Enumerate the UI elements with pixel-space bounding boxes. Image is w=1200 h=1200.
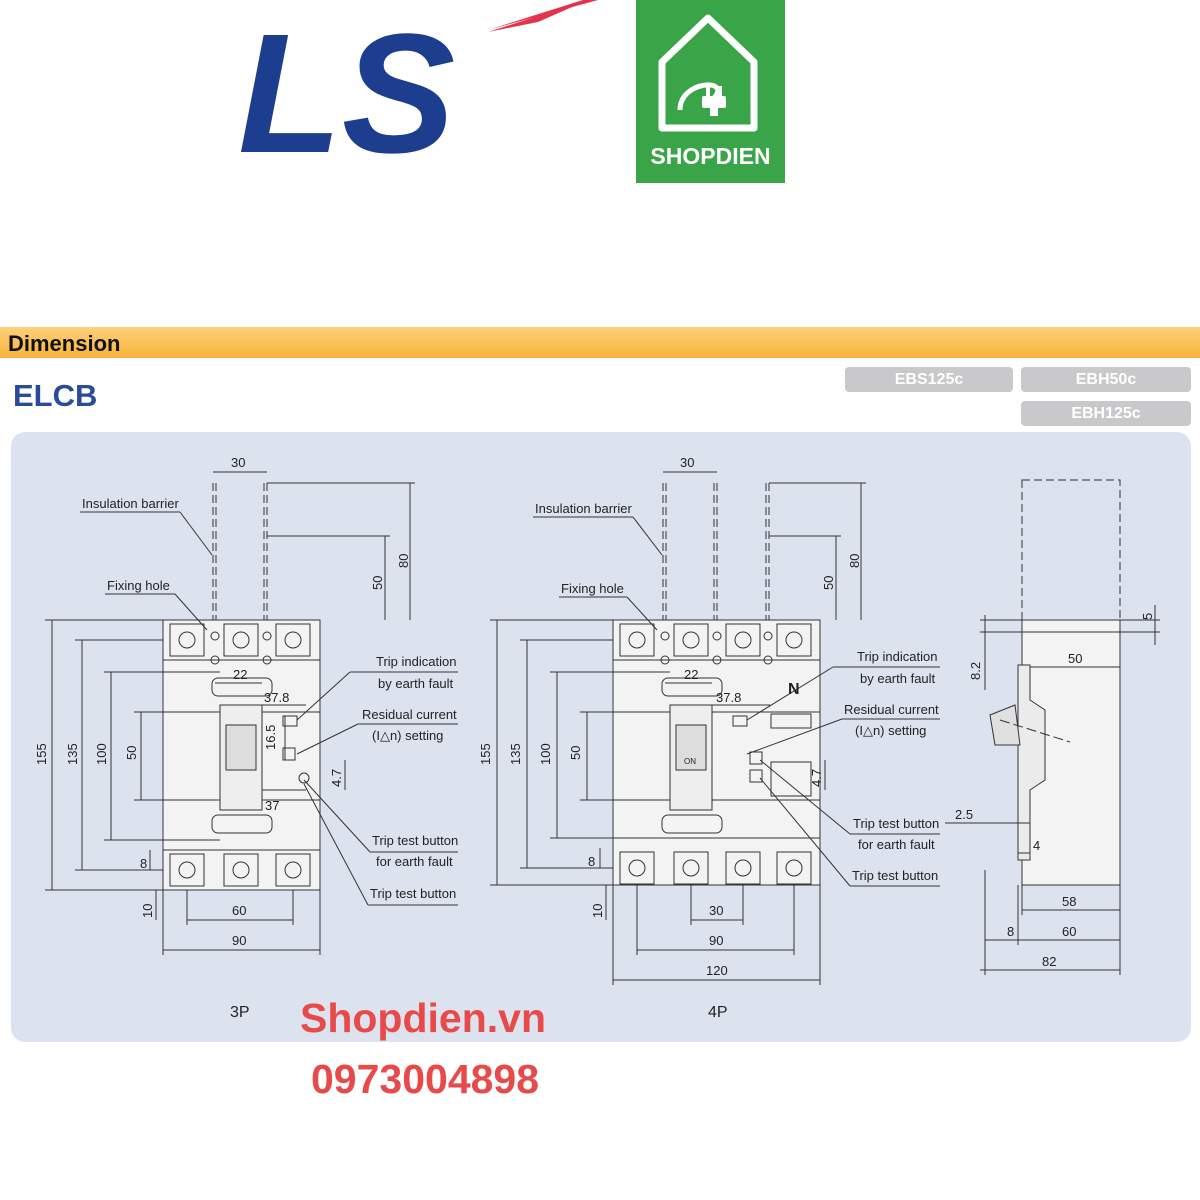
dim-4p-120: 120 (706, 963, 728, 978)
dim-3p-22: 22 (233, 667, 247, 682)
neutral-mark: N (788, 681, 800, 698)
dim-4p-8: 8 (588, 854, 595, 869)
label-4p-residual-current: Residual current (844, 702, 939, 717)
label-3p-trip-test-earth-2: for earth fault (376, 854, 453, 869)
label-3p-residual-current-2: (I△n) setting (372, 728, 443, 743)
section-banner: Dimension (0, 327, 1200, 358)
dim-3p-h80: 80 (396, 554, 411, 568)
watermark-site: Shopdien.vn (300, 995, 546, 1041)
label-3p-trip-indication: Trip indication (376, 654, 456, 669)
dim-4p-37-8: 37.8 (716, 690, 741, 705)
dim-3p-100: 100 (94, 743, 109, 765)
ls-logo: LS (238, 0, 598, 160)
label-4p-trip-indication: Trip indication (857, 649, 937, 664)
shopdien-label: SHOPDIEN (650, 143, 771, 169)
dimension-drawing: 30 50 80 155 135 100 50 22 37.8 16.5 37 … (34, 455, 1160, 1021)
label-4p-fixing-hole: Fixing hole (561, 581, 624, 596)
dim-side-2-5: 2.5 (955, 807, 973, 822)
dim-4p-135: 135 (508, 743, 523, 765)
dim-4p-22: 22 (684, 667, 698, 682)
dim-3p-60: 60 (232, 903, 246, 918)
dim-side-4: 4 (1033, 838, 1040, 853)
dim-3p-top-width: 30 (231, 455, 245, 470)
on-mark: ON (684, 757, 696, 766)
dim-3p-50: 50 (124, 746, 139, 760)
label-3p-insulation-barrier: Insulation barrier (82, 496, 179, 511)
dim-side-58: 58 (1062, 894, 1076, 909)
dim-3p-8: 8 (140, 856, 147, 871)
dim-3p-h50: 50 (370, 576, 385, 590)
dimension-panel: 30 50 80 155 135 100 50 22 37.8 16.5 37 … (11, 432, 1191, 1042)
label-4p-residual-current-2: (I△n) setting (855, 723, 926, 738)
model-badge-ebh125c: EBH125c (1021, 401, 1191, 426)
dim-4p-10: 10 (590, 904, 605, 918)
svg-text:LS: LS (238, 0, 455, 160)
product-title: ELCB (13, 378, 98, 413)
label-3p-trip-test-button: Trip test button (370, 886, 456, 901)
dim-4p-30: 30 (709, 903, 723, 918)
dim-3p-135: 135 (65, 743, 80, 765)
view-label-3p: 3P (230, 1004, 250, 1021)
house-plug-icon (658, 14, 758, 132)
dim-side-8-2: 8.2 (968, 662, 983, 680)
label-3p-trip-indication-2: by earth fault (378, 676, 454, 691)
model-badge-ebs125c: EBS125c (845, 367, 1013, 392)
dim-4p-h50: 50 (821, 576, 836, 590)
dim-4p-155: 155 (478, 743, 493, 765)
dim-3p-16-5: 16.5 (263, 725, 278, 750)
dim-side-5: 5 (1140, 613, 1155, 620)
label-4p-trip-test-earth-2: for earth fault (858, 837, 935, 852)
dim-3p-90: 90 (232, 933, 246, 948)
dim-side-50: 50 (1068, 651, 1082, 666)
dim-4p-90: 90 (709, 933, 723, 948)
dim-4p-h80: 80 (847, 554, 862, 568)
model-badge-ebh50c: EBH50c (1021, 367, 1191, 392)
section-title: Dimension (8, 331, 121, 356)
label-3p-residual-current: Residual current (362, 707, 457, 722)
dim-3p-37-8: 37.8 (264, 690, 289, 705)
dim-side-82: 82 (1042, 954, 1056, 969)
shopdien-logo: SHOPDIEN (636, 0, 785, 183)
label-3p-trip-test-earth: Trip test button (372, 833, 458, 848)
dim-4p-50: 50 (568, 746, 583, 760)
dim-3p-155: 155 (34, 743, 49, 765)
dim-4p-4-7: 4.7 (809, 769, 824, 787)
label-3p-fixing-hole: Fixing hole (107, 578, 170, 593)
label-4p-trip-test-earth: Trip test button (853, 816, 939, 831)
dim-3p-4-7: 4.7 (329, 769, 344, 787)
label-4p-insulation-barrier: Insulation barrier (535, 501, 632, 516)
dim-3p-10: 10 (140, 904, 155, 918)
watermark-phone: 0973004898 (311, 1056, 540, 1102)
dim-3p-37: 37 (265, 798, 279, 813)
dim-side-60: 60 (1062, 924, 1076, 939)
label-4p-trip-test-button: Trip test button (852, 868, 938, 883)
dim-side-8: 8 (1007, 924, 1014, 939)
dim-4p-100: 100 (538, 743, 553, 765)
label-4p-trip-indication-2: by earth fault (860, 671, 936, 686)
view-label-4p: 4P (708, 1004, 728, 1021)
dim-4p-top-width: 30 (680, 455, 694, 470)
